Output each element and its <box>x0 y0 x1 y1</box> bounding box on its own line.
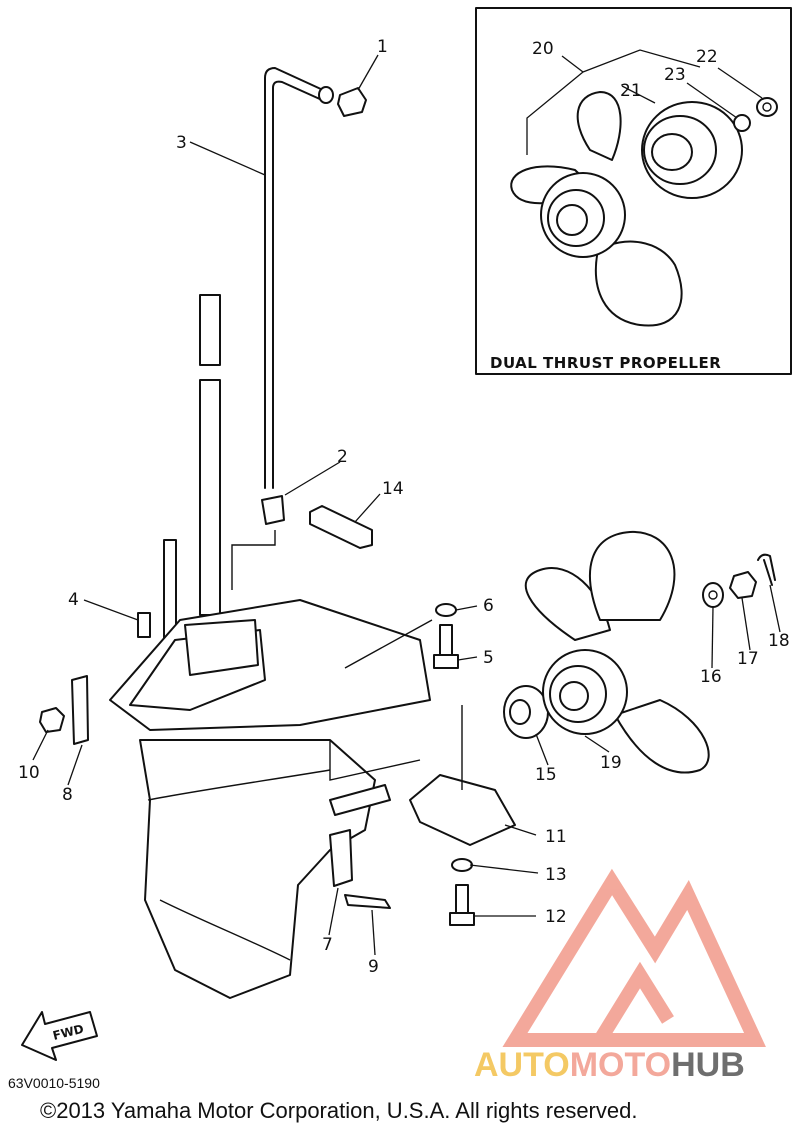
callout-15: 15 <box>535 765 557 785</box>
callout-10: 10 <box>18 763 40 783</box>
callout-16: 16 <box>700 667 722 687</box>
callout-5: 5 <box>483 648 494 668</box>
callout-12: 12 <box>545 907 567 927</box>
watermark-auto: AUTO <box>474 1046 570 1084</box>
watermark-moto: MOTO <box>570 1046 671 1084</box>
callout-1: 1 <box>377 37 388 57</box>
leader-lines <box>32 54 781 956</box>
callout-4: 4 <box>68 590 79 610</box>
callout-21: 21 <box>620 81 642 101</box>
callout-numbers: 1 2 3 4 5 6 7 8 9 10 11 12 13 14 15 16 1… <box>18 37 790 977</box>
copyright-notice: ©2013 Yamaha Motor Corporation, U.S.A. A… <box>40 1098 637 1123</box>
callout-18: 18 <box>768 631 790 651</box>
main-propeller-drawing <box>524 530 710 774</box>
callout-8: 8 <box>62 785 73 805</box>
inset-propeller-drawing <box>510 91 778 327</box>
watermark-logo-mark <box>502 868 766 1047</box>
lower-unit-assembly <box>39 67 776 999</box>
callout-19: 19 <box>600 753 622 773</box>
callout-17: 17 <box>737 649 759 669</box>
automotohub-watermark: AUTOMOTOHUB <box>474 868 766 1084</box>
fwd-direction-arrow: FWD <box>21 1011 98 1061</box>
callout-6: 6 <box>483 596 494 616</box>
dual-thrust-propeller-inset: DUAL THRUST PROPELLER <box>475 7 792 375</box>
callout-2: 2 <box>337 447 348 467</box>
callout-23: 23 <box>664 65 686 85</box>
watermark-text: AUTOMOTOHUB <box>474 1046 745 1084</box>
callout-11: 11 <box>545 827 567 847</box>
watermark-hub: HUB <box>671 1046 745 1084</box>
inset-title: DUAL THRUST PROPELLER <box>490 354 721 372</box>
part-code: 63V0010-5190 <box>8 1075 100 1091</box>
callout-14: 14 <box>382 479 404 499</box>
callout-3: 3 <box>176 133 187 153</box>
callout-7: 7 <box>322 935 333 955</box>
callout-20: 20 <box>532 39 554 59</box>
callout-13: 13 <box>545 865 567 885</box>
callout-22: 22 <box>696 47 718 67</box>
callout-9: 9 <box>368 957 379 977</box>
